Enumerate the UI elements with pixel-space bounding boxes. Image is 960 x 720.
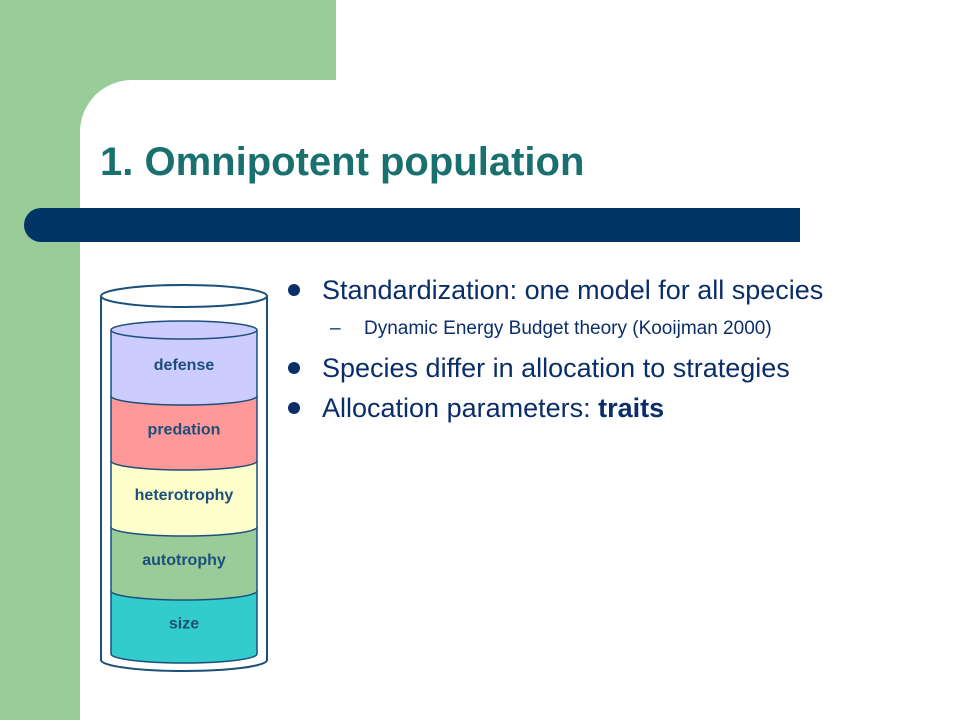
bullet-item: Allocation parameters: traits xyxy=(288,388,948,428)
sub-bullet-item: – Dynamic Energy Budget theory (Kooijman… xyxy=(288,310,948,348)
layer-label: predation xyxy=(148,422,221,439)
bullet-text: Standardization: one model for all speci… xyxy=(322,275,824,305)
bullet-dot-icon xyxy=(288,284,300,296)
cylinder-layer-autotrophy xyxy=(110,526,258,601)
trait-cylinder-diagram: defense predation heterotrophy autotrophy si… xyxy=(96,280,274,675)
layer-label: defense xyxy=(154,357,215,374)
bullet-list: Standardization: one model for all speci… xyxy=(288,270,948,428)
title-underline-bar xyxy=(24,208,800,242)
cylinder-layer-defense xyxy=(110,329,258,406)
layer-label: autotrophy xyxy=(142,552,226,569)
outer-cylinder-rim xyxy=(100,284,268,308)
dash-icon: – xyxy=(330,318,341,339)
slide-title: 1. Omnipotent population xyxy=(100,140,585,184)
bullet-dot-icon xyxy=(288,402,300,414)
bullet-dot-icon xyxy=(288,362,300,374)
layer-label: heterotrophy xyxy=(135,487,234,504)
bullet-text: Species differ in allocation to strategi… xyxy=(322,353,790,383)
bullet-item: Standardization: one model for all speci… xyxy=(288,270,948,310)
bullet-item: Species differ in allocation to strategi… xyxy=(288,348,948,388)
cylinder-svg: defense predation heterotrophy autotrophy si… xyxy=(100,284,268,672)
bullet-bold-text: traits xyxy=(598,393,665,423)
sub-bullet-text: Dynamic Energy Budget theory (Kooijman 2… xyxy=(364,318,772,339)
cylinder-layer-heterotrophy xyxy=(110,460,258,537)
layer-label: size xyxy=(169,616,199,633)
bullet-text: Allocation parameters: xyxy=(322,393,599,423)
cylinder-layer-predation xyxy=(110,395,258,471)
cylinder-top-cap xyxy=(110,320,258,340)
cylinder-layer-size xyxy=(110,590,258,664)
